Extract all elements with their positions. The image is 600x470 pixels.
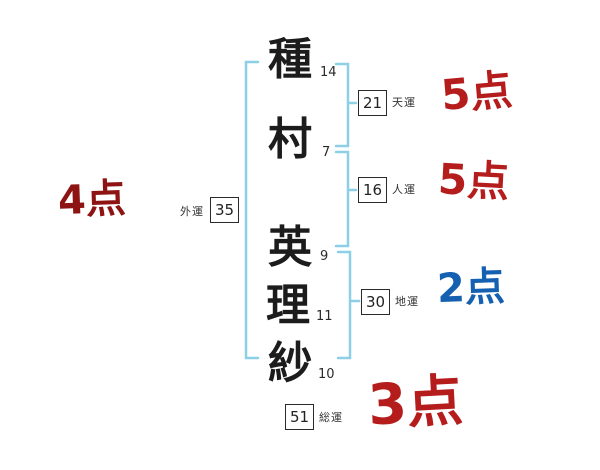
stroke-count-3: 9 bbox=[320, 249, 329, 264]
stroke-count-4: 11 bbox=[316, 309, 333, 324]
name-char-5: 紗 bbox=[268, 338, 312, 389]
bracket-jinun-line bbox=[334, 150, 358, 248]
fortune-label-tenun: 天運 bbox=[392, 96, 416, 109]
fortune-label-gaiun: 外運 bbox=[180, 205, 204, 218]
stroke-count-5: 10 bbox=[318, 367, 335, 382]
name-char-3: 英 bbox=[268, 222, 312, 273]
score-tenun: 5点 bbox=[438, 64, 515, 121]
bracket-tenun-line bbox=[334, 62, 358, 148]
name-char-4: 理 bbox=[266, 280, 310, 331]
fortune-box-souun: 51 bbox=[285, 404, 314, 430]
fortune-box-tenun: 21 bbox=[358, 90, 387, 116]
fortune-label-jinun: 人運 bbox=[392, 183, 416, 196]
score-jinun: 5点 bbox=[436, 154, 511, 207]
stroke-count-2: 7 bbox=[322, 145, 331, 160]
name-char-1: 種 bbox=[268, 34, 312, 85]
stroke-count-1: 14 bbox=[320, 65, 337, 80]
fortune-box-jinun: 16 bbox=[358, 177, 387, 203]
bracket-chiun-line bbox=[336, 250, 361, 360]
score-gaiun: 4点 bbox=[57, 175, 127, 225]
bracket-gaiun-line bbox=[244, 60, 260, 360]
fortune-box-chiun: 30 bbox=[361, 289, 390, 315]
score-chiun: 2点 bbox=[436, 263, 506, 313]
fortune-label-souun: 総運 bbox=[319, 411, 343, 424]
fortune-box-gaiun: 35 bbox=[210, 197, 239, 223]
name-char-2: 村 bbox=[268, 114, 312, 165]
fortune-label-chiun: 地運 bbox=[395, 295, 419, 308]
score-souun: 3点 bbox=[366, 368, 465, 439]
